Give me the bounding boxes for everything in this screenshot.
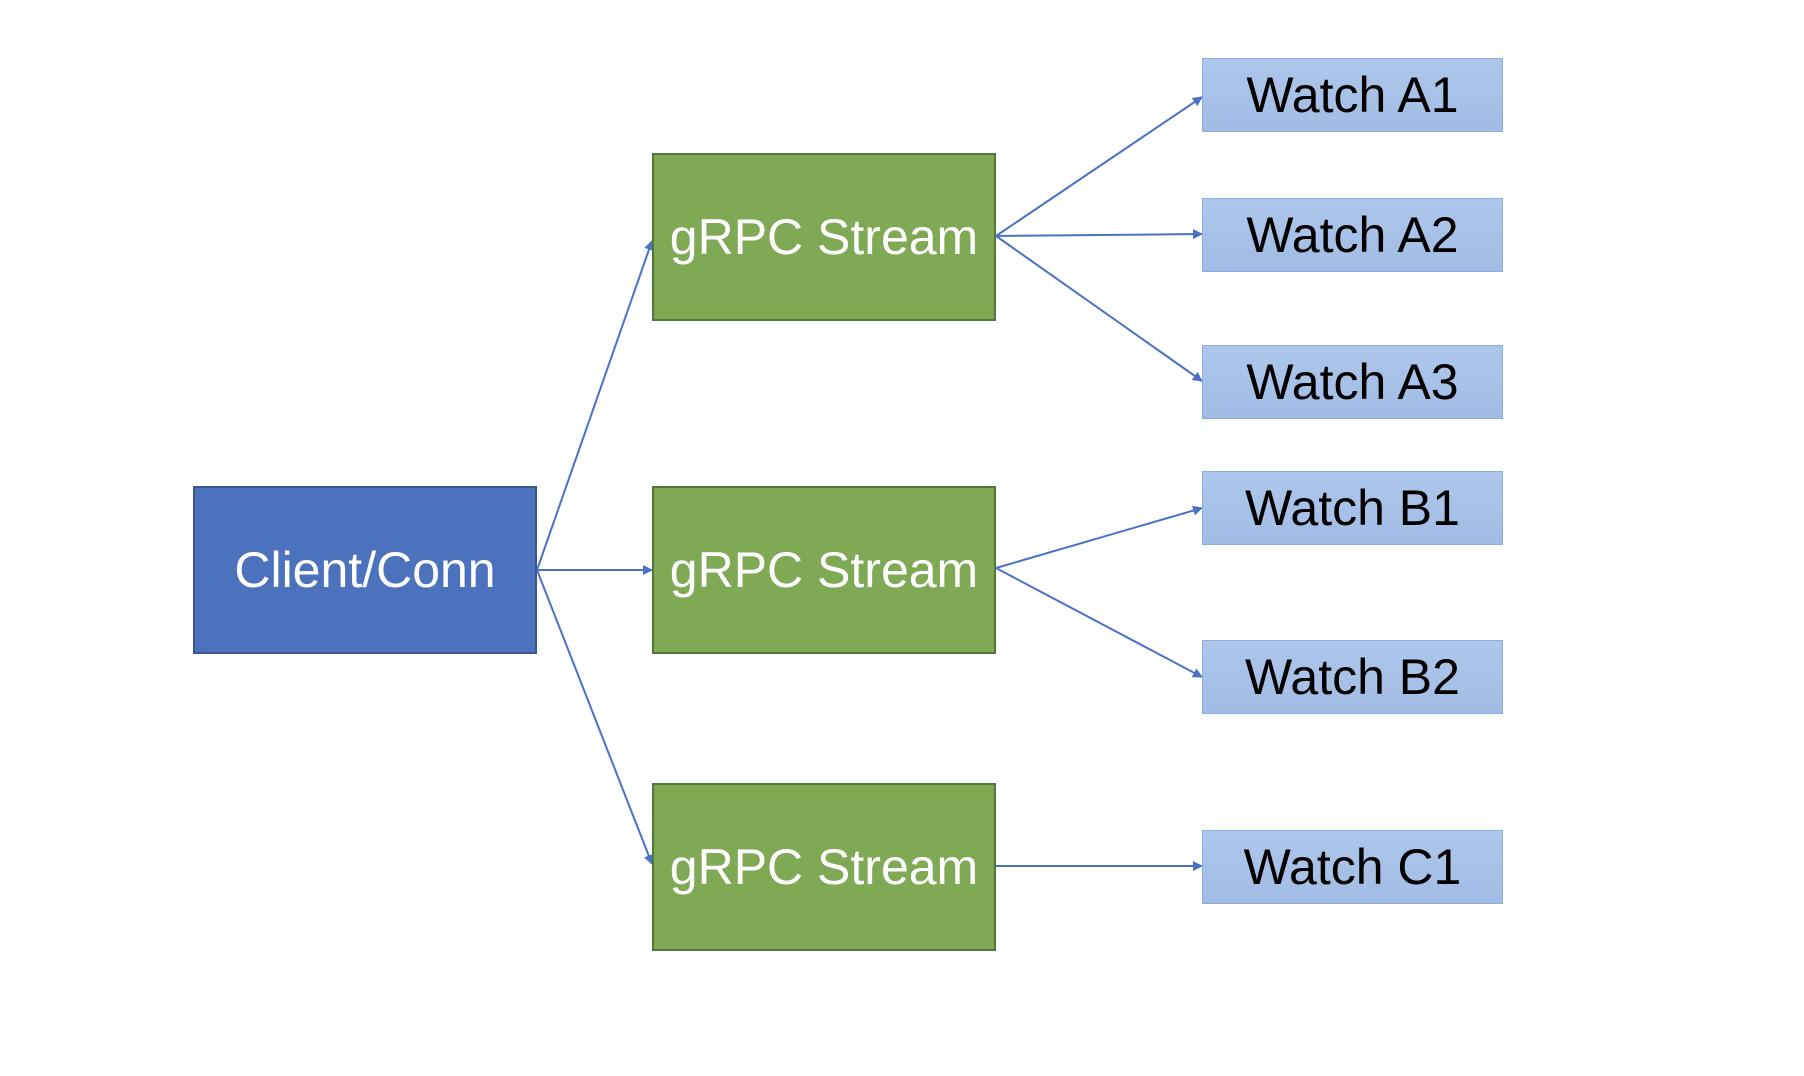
watch-b2-label: Watch B2 [1245, 649, 1460, 705]
arrow-stream-a-to-watch-a2 [995, 229, 1203, 240]
watch-a1-node: Watch A1 [1202, 58, 1503, 132]
grpc-stream-node-a: gRPC Stream [652, 153, 996, 321]
watch-a1-label: Watch A1 [1246, 67, 1459, 123]
grpc-stream-node-b: gRPC Stream [652, 486, 996, 654]
watch-a2-node: Watch A2 [1202, 198, 1503, 272]
watch-c1-label: Watch C1 [1243, 839, 1462, 895]
arrow-client-to-stream-c [536, 569, 654, 865]
client-conn-label: Client/Conn [234, 542, 496, 598]
watch-b1-label: Watch B1 [1245, 480, 1460, 536]
client-conn-node: Client/Conn [193, 486, 537, 654]
watch-b1-node: Watch B1 [1202, 471, 1503, 545]
arrow-stream-a-to-watch-a1 [995, 96, 1203, 237]
watch-a2-label: Watch A2 [1246, 207, 1459, 263]
arrow-client-to-stream-a [536, 240, 654, 571]
watch-c1-node: Watch C1 [1202, 830, 1503, 904]
watch-a3-label: Watch A3 [1246, 354, 1459, 410]
watch-a3-node: Watch A3 [1202, 345, 1503, 419]
watch-b2-node: Watch B2 [1202, 640, 1503, 714]
grpc-stream-label-b: gRPC Stream [669, 542, 979, 598]
grpc-stream-label-c: gRPC Stream [669, 839, 979, 895]
grpc-stream-label-a: gRPC Stream [669, 209, 979, 265]
grpc-stream-node-c: gRPC Stream [652, 783, 996, 951]
arrow-stream-a-to-watch-a3 [995, 235, 1203, 382]
arrow-stream-b-to-watch-b1 [995, 505, 1203, 569]
arrow-stream-b-to-watch-b2 [995, 567, 1203, 678]
